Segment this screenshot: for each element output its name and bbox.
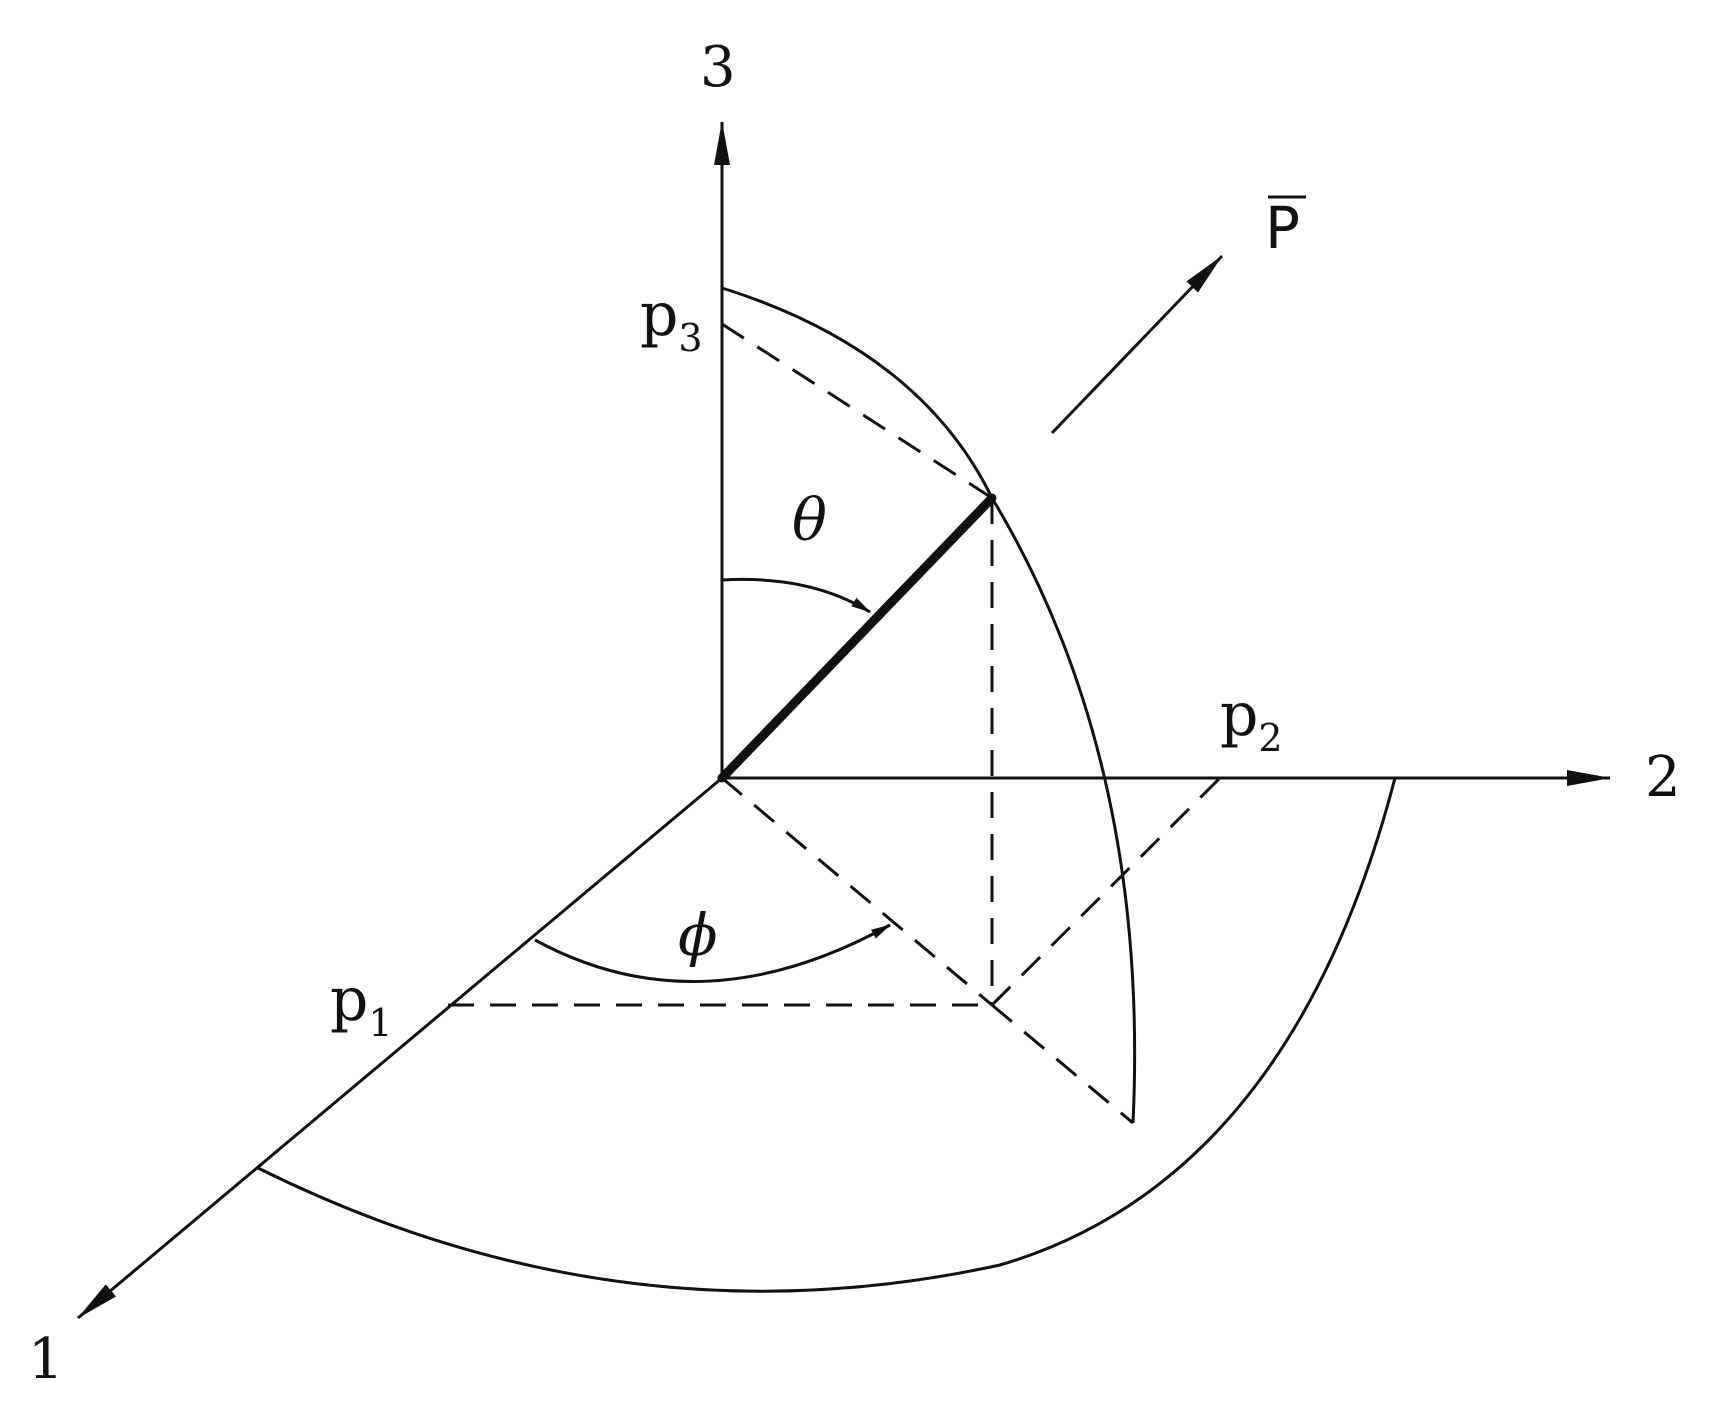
axis-2-label: 2 xyxy=(1645,745,1681,810)
axis-3-label: 3 xyxy=(700,35,736,100)
p1-label: p1 xyxy=(330,965,393,1045)
vector-p-label: P xyxy=(1265,194,1306,262)
p3-label: p3 xyxy=(640,280,703,360)
axis-1-label: 1 xyxy=(28,1327,64,1392)
meridian-arc xyxy=(721,286,1137,1124)
theta-label: θ xyxy=(792,486,827,554)
axis-1-line xyxy=(77,776,723,1320)
p2-label: p2 xyxy=(1220,680,1283,760)
svg-text:P: P xyxy=(1265,194,1300,262)
phi-label: ϕ xyxy=(678,901,718,969)
phi-arc xyxy=(534,923,891,984)
theta-arc xyxy=(721,577,871,614)
vector-direction-arrow xyxy=(1050,254,1224,435)
vector-segment xyxy=(717,493,997,783)
projection-lines xyxy=(448,322,1222,1125)
equator-arc xyxy=(257,777,1397,1293)
